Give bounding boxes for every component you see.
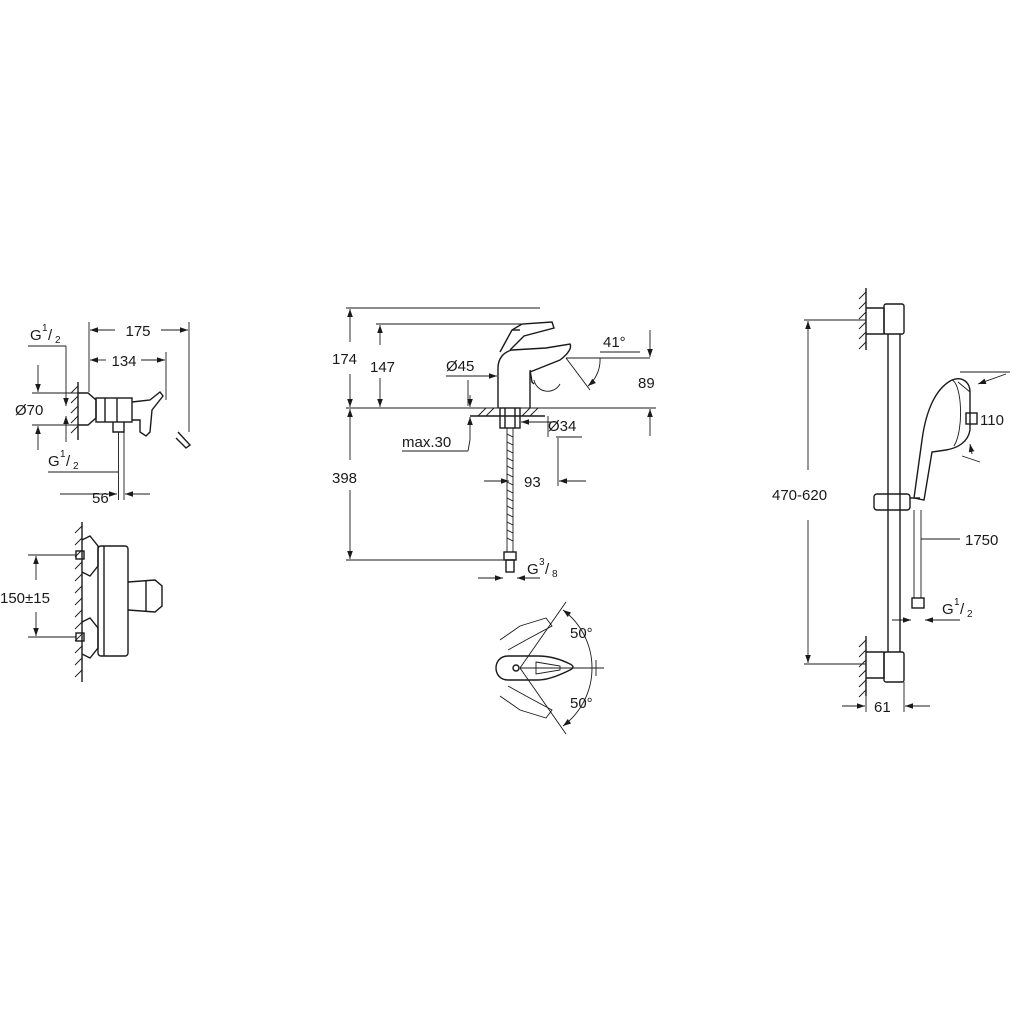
thread-bottom-label: G 1 / 2 <box>48 444 79 472</box>
dim-base-dia-label: Ø34 <box>548 418 576 435</box>
dim-hose-label: 1750 <box>965 532 998 549</box>
dim-head-label: 110 <box>980 412 1004 429</box>
dim-134-label: 134 <box>111 353 136 370</box>
shower-mixer-front-view: 150±15 <box>0 522 163 682</box>
basin-mixer-side-view: 174 147 Ø45 41° 89 Ø34 max.30 <box>332 307 656 581</box>
dim-depth-label: 61 <box>874 699 891 716</box>
dim-centres-label: 150±15 <box>0 590 50 607</box>
dim-175-label: 175 <box>125 323 150 340</box>
thread-hose-label: G 3 / 8 <box>527 552 558 580</box>
dim-174-label: 174 <box>332 351 357 368</box>
thread-rail-label: G 1 / 2 <box>942 592 973 620</box>
thread-top-label: G 1 / 2 <box>30 318 61 346</box>
dim-angle-label: 41° <box>603 334 626 351</box>
dim-147-label: 147 <box>370 359 395 376</box>
dim-rosette-label: Ø70 <box>15 402 43 419</box>
dim-rail-label: 470-620 <box>772 487 827 504</box>
dim-reach-label: 93 <box>524 474 541 491</box>
shower-mixer-side-view: 175 134 G 1 / 2 Ø70 G 1 / 2 <box>15 318 192 507</box>
shower-rail-set: 470-620 110 1750 G 1 / 2 61 <box>772 288 1010 716</box>
dim-hose-length-label: 398 <box>332 470 357 487</box>
rotation-bottom-label: 50° <box>570 695 593 712</box>
dim-body-dia-label: Ø45 <box>446 358 474 375</box>
basin-mixer-top-view: 50° 50° <box>495 601 604 735</box>
dim-89-label: 89 <box>638 375 655 392</box>
rotation-top-label: 50° <box>570 625 593 642</box>
dim-max-thickness-label: max.30 <box>402 434 451 451</box>
dim-outlet-label: 56 <box>92 490 109 507</box>
